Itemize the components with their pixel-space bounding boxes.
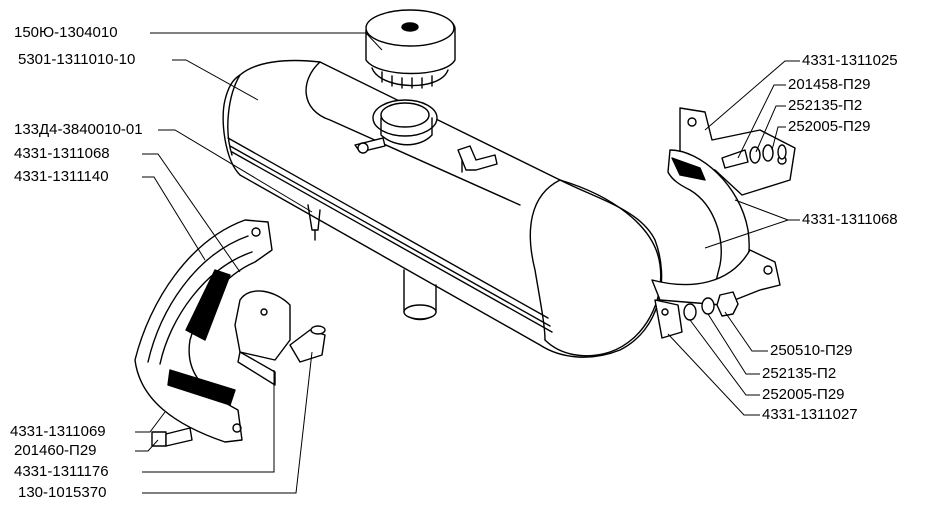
label-strap-left-outer: 4331-1311068: [14, 145, 110, 162]
right-bottom-bracket: [654, 291, 739, 339]
label-sensor: 133Д4-3840010-01: [14, 121, 143, 138]
leader-washer-top-right-1: [755, 105, 786, 153]
leader-bracket-bottom-right: [667, 333, 760, 416]
label-cap: 150Ю-1304010: [14, 24, 118, 41]
tank-body: [222, 59, 663, 358]
leader-bracket-left: [142, 176, 206, 261]
label-nut-bottom-right: 250510-П29: [770, 342, 853, 359]
left-clamp: [234, 290, 291, 386]
leader-bolt-top-right: [737, 84, 786, 159]
label-bolt-left: 201460-П29: [14, 442, 97, 459]
left-valve: [289, 325, 326, 363]
label-strap-right: 4331-1311068: [802, 211, 898, 228]
label-washer-bottom-right-2: 252005-П29: [762, 386, 845, 403]
leader-washer-bottom-right-2: [689, 319, 760, 396]
leader-strap-left: [142, 153, 241, 273]
leader-clamp-left: [142, 370, 275, 473]
leader-lines: [135, 32, 800, 494]
label-tank: 5301-1311010-10: [18, 51, 136, 68]
leader-bracket-top-right: [704, 60, 800, 131]
label-bracket-bottom-right: 4331-1311027: [762, 406, 858, 423]
leader-tank: [172, 59, 259, 101]
label-valve-left: 130-1015370: [18, 484, 107, 501]
label-washer-top-right-2: 252005-П29: [788, 118, 871, 135]
leader-nut-bottom-right: [724, 311, 768, 352]
label-bolt-top-right: 201458-П29: [788, 76, 871, 93]
right-strap: [651, 149, 781, 306]
leader-washer-top-right-2: [771, 126, 786, 151]
label-bracket-top-right: 4331-1311025: [802, 52, 898, 69]
filler-cap: [365, 9, 456, 89]
label-clamp-left: 4331-1311176: [14, 463, 109, 480]
leader-strap-right-b: [704, 219, 789, 249]
leader-washer-bottom-right-1: [707, 313, 760, 375]
label-washer-top-right-1: 252135-П2: [788, 97, 863, 114]
label-pad-left: 4331-1311069: [10, 423, 106, 440]
label-bracket-left: 4331-1311140: [14, 168, 109, 185]
left-bolt: [151, 427, 193, 447]
label-washer-bottom-right-1: 252135-П2: [762, 365, 837, 382]
leader-sensor: [158, 129, 313, 213]
leader-cap: [150, 32, 383, 51]
leader-valve-left: [142, 351, 313, 494]
leader-bolt-left: [135, 439, 159, 452]
leader-pad-left: [135, 411, 166, 433]
